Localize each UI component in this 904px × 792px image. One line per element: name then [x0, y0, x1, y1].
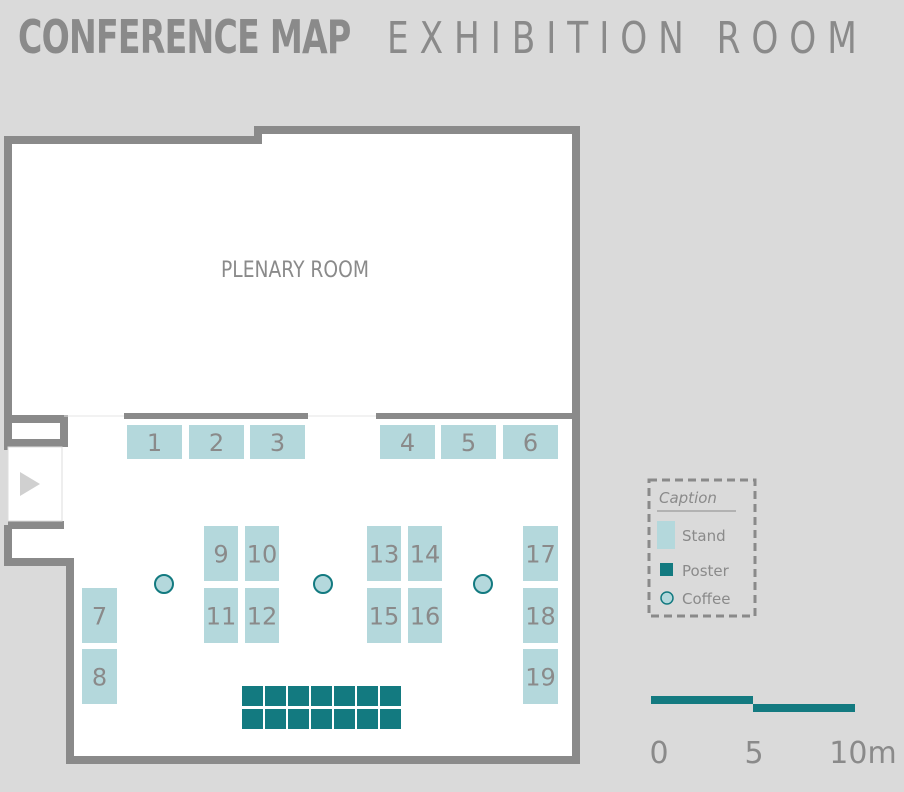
poster-board	[311, 709, 332, 729]
stand-2	[189, 425, 244, 459]
posters-layer	[242, 686, 401, 729]
stand-11	[204, 588, 238, 643]
poster-board	[265, 709, 286, 729]
stand-4	[380, 425, 435, 459]
scale-bar: 0 5 10m	[649, 696, 897, 771]
legend-coffee-label: Coffee	[682, 590, 730, 608]
stand-6	[503, 425, 558, 459]
poster-board	[288, 686, 309, 706]
legend-poster-label: Poster	[682, 562, 730, 580]
poster-board	[380, 709, 401, 729]
poster-board	[288, 709, 309, 729]
scale-segment-5-10	[753, 704, 855, 712]
plenary-room-label: PLENARY ROOM	[221, 257, 369, 283]
stand-8	[82, 649, 117, 704]
stand-label: 6	[523, 429, 538, 457]
stand-label: 12	[247, 603, 278, 631]
stand-label: 2	[209, 429, 224, 457]
poster-board	[380, 686, 401, 706]
legend-stand-label: Stand	[682, 527, 726, 545]
header: CONFERENCE MAP EXHIBITION ROOM	[18, 10, 904, 64]
poster-board	[242, 686, 263, 706]
stand-17	[523, 526, 558, 581]
stand-label: 4	[400, 429, 415, 457]
stand-label: 16	[410, 603, 441, 631]
stand-label: 5	[461, 429, 476, 457]
stand-19	[523, 649, 558, 704]
scale-label-10m: 10m	[829, 736, 896, 771]
poster-swatch-icon	[660, 563, 673, 576]
entrance-arrow-icon	[20, 472, 40, 496]
coffee-point-icon	[154, 574, 174, 594]
legend: Caption Stand Poster Coffee	[647, 478, 757, 618]
stand-13	[367, 526, 401, 581]
coffee-layer	[154, 574, 493, 594]
stand-label: 13	[369, 541, 400, 569]
poster-board	[334, 709, 355, 729]
poster-board	[357, 709, 378, 729]
scale-segment-0-5	[651, 696, 753, 704]
stand-label: 11	[206, 603, 237, 631]
stand-label: 15	[369, 603, 400, 631]
wall-outer-left-top	[4, 126, 580, 764]
stand-7	[82, 588, 117, 643]
stand-swatch-icon	[657, 521, 675, 549]
stand-label: 3	[270, 429, 285, 457]
coffee-circle-icon	[660, 591, 674, 605]
stand-label: 17	[525, 541, 556, 569]
stand-12	[245, 588, 279, 643]
poster-board	[242, 709, 263, 729]
side-storage-area	[8, 562, 70, 760]
scale-label-5: 5	[744, 736, 763, 771]
coffee-point-icon	[473, 574, 493, 594]
poster-board	[265, 686, 286, 706]
stand-label: 19	[525, 664, 556, 692]
poster-board	[311, 686, 332, 706]
wall-closet	[8, 415, 68, 447]
stand-18	[523, 588, 558, 643]
poster-board	[334, 686, 355, 706]
stand-3	[250, 425, 305, 459]
scale-label-0: 0	[649, 736, 668, 771]
stand-label: 10	[247, 541, 278, 569]
stand-15	[367, 588, 401, 643]
page-subtitle: EXHIBITION ROOM	[387, 13, 868, 64]
stand-label: 1	[147, 429, 162, 457]
stand-label: 18	[525, 603, 556, 631]
coffee-point-icon	[313, 574, 333, 594]
stand-14	[408, 526, 442, 581]
legend-box	[647, 478, 757, 618]
legend-caption: Caption	[659, 489, 717, 507]
stand-label: 8	[92, 664, 107, 692]
stand-1	[127, 425, 182, 459]
stand-5	[441, 425, 496, 459]
stand-16	[408, 588, 442, 643]
stand-label: 7	[92, 603, 107, 631]
stand-label: 9	[213, 541, 228, 569]
stand-label: 14	[410, 541, 441, 569]
stand-9	[204, 526, 238, 581]
stand-10	[245, 526, 279, 581]
poster-board	[357, 686, 378, 706]
